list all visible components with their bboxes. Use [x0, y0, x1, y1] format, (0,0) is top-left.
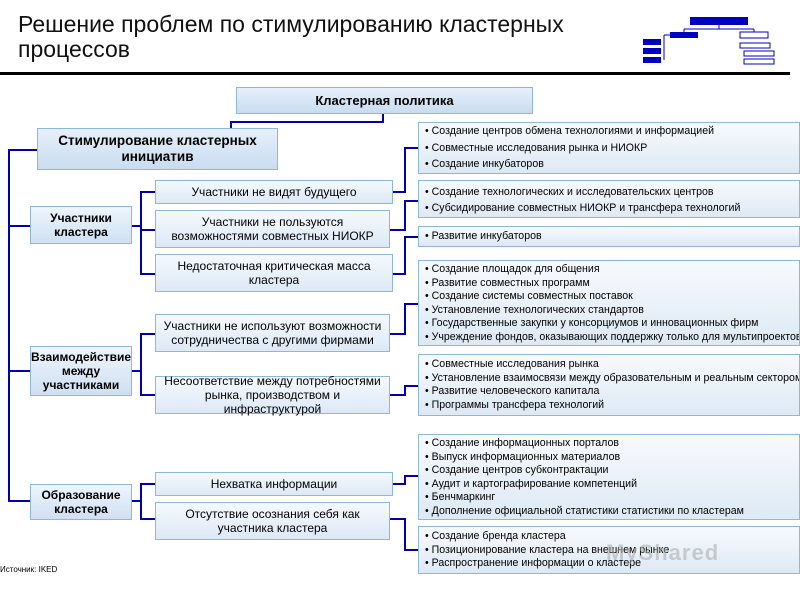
- problem-box: Нехватка информации: [155, 472, 393, 496]
- solution-item: Бенчмаркинг: [425, 491, 799, 505]
- solution-box: Создание площадок для общения Развитие с…: [418, 260, 800, 346]
- connector: [132, 500, 142, 502]
- solution-item: Установление взаимосвязи между образоват…: [425, 372, 799, 386]
- solution-item: Выпуск информационных материалов: [425, 451, 799, 465]
- solution-item: Позиционирование кластера на внешнем рын…: [425, 544, 799, 558]
- connector: [404, 200, 418, 202]
- page-title: Решение проблем по стимулированию класте…: [18, 11, 564, 62]
- connector: [8, 149, 10, 501]
- solution-item: Создание инкубаторов: [425, 158, 799, 172]
- connector: [8, 149, 38, 151]
- connector: [404, 303, 406, 335]
- connector: [390, 394, 405, 396]
- connector: [404, 475, 406, 485]
- connector: [404, 236, 418, 238]
- connector: [230, 121, 384, 123]
- connector: [404, 549, 418, 551]
- solution-box: Создание технологических и исследователь…: [418, 180, 800, 218]
- solution-item: Развитие совместных программ: [425, 277, 799, 291]
- solution-item: Развитие инкубаторов: [425, 230, 799, 244]
- solution-item: Создание площадок для общения: [425, 263, 799, 277]
- title-rule: [0, 72, 790, 75]
- solution-item: Создание информационных порталов: [425, 437, 799, 451]
- category-interaction: Взаимодействие между участниками: [30, 346, 132, 396]
- connector: [404, 475, 418, 477]
- connector: [140, 333, 142, 395]
- connector: [8, 225, 30, 227]
- connector: [132, 370, 142, 372]
- connector: [140, 191, 155, 193]
- problem-box: Отсутствие осознания себя как участника …: [155, 502, 390, 540]
- connector: [390, 333, 405, 335]
- connector: [390, 518, 405, 520]
- connector: [404, 385, 418, 387]
- solution-item: Совместные исследования рынка и НИОКР: [425, 142, 799, 156]
- solution-item: Развитие человеческого капитала: [425, 385, 799, 399]
- solution-box: Создание информационных порталов Выпуск …: [418, 434, 800, 520]
- connector: [140, 229, 155, 231]
- solution-item: Установление технологических стандартов: [425, 304, 799, 318]
- solution-item: Субсидирование совместных НИОКР и трансф…: [425, 202, 799, 216]
- connector: [404, 303, 418, 305]
- connector: [132, 225, 142, 227]
- connector: [140, 333, 155, 335]
- connector: [404, 385, 406, 396]
- solution-item: Создание центров обмена технологиями и и…: [425, 125, 799, 139]
- solution-box: Развитие инкубаторов: [418, 226, 800, 247]
- watermark: MyShared: [606, 540, 720, 565]
- solution-item: Совместные исследования рынка: [425, 358, 799, 372]
- connector: [393, 273, 405, 275]
- solution-item: Распространение информации о кластере: [425, 557, 799, 571]
- problem-box: Участники не используют возможности сотр…: [155, 314, 390, 352]
- problem-box: Участники не видят будущего: [155, 180, 393, 204]
- connector: [140, 273, 155, 275]
- solution-item: Дополнение официальной статистики статис…: [425, 505, 799, 519]
- connector: [140, 518, 155, 520]
- connector: [230, 121, 232, 128]
- category-formation: Образование кластера: [30, 484, 132, 520]
- connector: [404, 147, 418, 149]
- category-participants: Участники кластера: [30, 206, 132, 244]
- solution-item: Создание бренда кластера: [425, 530, 799, 544]
- initiative-box: Стимулирование кластерных инициатив: [37, 128, 278, 170]
- connector: [140, 191, 142, 275]
- source-note: Источник: IKED: [0, 565, 58, 574]
- solution-item: Учреждение фондов, оказывающих поддержку…: [425, 331, 799, 345]
- problem-box: Несоответствие между потребностями рынка…: [155, 374, 390, 416]
- connector: [382, 114, 384, 122]
- connector: [404, 147, 406, 193]
- solution-box: Создание центров обмена технологиями и и…: [418, 122, 800, 174]
- org-chart-icon: [643, 17, 775, 65]
- solution-item: Создание системы совместных поставок: [425, 290, 799, 304]
- connector: [140, 483, 155, 485]
- connector: [404, 518, 406, 550]
- connector: [393, 191, 405, 193]
- connector: [140, 483, 142, 520]
- solution-item: Создание центров субконтрактации: [425, 464, 799, 478]
- cluster-policy-box: Кластерная политика: [236, 87, 533, 114]
- solution-item: Аудит и картографирование компетенций: [425, 478, 799, 492]
- connector: [393, 483, 405, 485]
- connector: [390, 229, 405, 231]
- connector: [404, 236, 406, 275]
- solution-item: Создание технологических и исследователь…: [425, 186, 799, 200]
- problem-box: Участники не пользуются возможностями со…: [155, 210, 390, 248]
- solution-item: Программы трансфера технологий: [425, 399, 799, 413]
- connector: [404, 200, 406, 231]
- problem-box: Недостаточная критическая масса кластера: [155, 254, 393, 292]
- solution-item: Государственные закупки у консорциумов и…: [425, 317, 799, 331]
- connector: [8, 500, 30, 502]
- connector: [140, 394, 155, 396]
- solution-box: Совместные исследования рынка Установлен…: [418, 354, 800, 416]
- connector: [8, 370, 30, 372]
